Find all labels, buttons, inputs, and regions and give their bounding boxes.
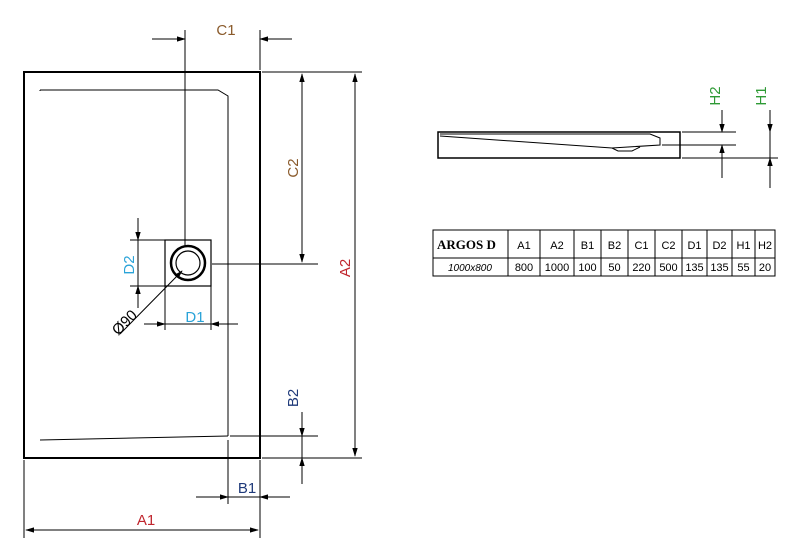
dim-b2: B2 <box>230 389 318 484</box>
tray-top-view <box>23 71 261 459</box>
table-header-h2: H2 <box>758 240 772 252</box>
drain <box>164 239 212 287</box>
label-a1: A1 <box>137 512 155 529</box>
side-slope <box>439 133 661 149</box>
spec-table: ARGOS D 1000x800 A1 800 A2 1000 B1 100 B2 50 C1 2… <box>432 229 776 277</box>
table-header-a1: A1 <box>517 240 530 252</box>
label-h1: H1 <box>753 86 770 105</box>
drain-square <box>164 239 212 287</box>
label-b1: B1 <box>238 480 256 497</box>
tray-outline <box>23 71 261 459</box>
table-value-d1: 135 <box>685 262 703 274</box>
dim-b1: B1 <box>196 440 290 504</box>
label-a2: A2 <box>337 259 354 277</box>
drain-inner-ring <box>175 250 201 276</box>
table-header-a2: A2 <box>550 240 563 252</box>
table-model: ARGOS D <box>437 237 496 252</box>
table-header-d2: D2 <box>712 240 726 252</box>
dim-d1: D1 <box>144 286 238 330</box>
table-header-b2: B2 <box>608 240 621 252</box>
table-header-c2: C2 <box>661 240 675 252</box>
label-d2: D2 <box>121 255 138 274</box>
table-value-a1: 800 <box>515 262 533 274</box>
table-border <box>432 229 776 277</box>
dim-a2: A2 <box>262 71 362 459</box>
dim-a1: A1 <box>23 460 261 538</box>
table-columns: A1 800 A2 1000 B1 100 B2 50 C1 220 C2 500 D1 135 D2 135… <box>507 230 772 276</box>
label-d1: D1 <box>185 309 204 326</box>
table-header-d1: D1 <box>687 240 701 252</box>
label-c2: C2 <box>285 158 302 177</box>
table-value-h1: 55 <box>737 262 749 274</box>
table-value-b1: 100 <box>578 262 596 274</box>
tray-side-view <box>437 131 681 159</box>
dim-h1: H1 <box>682 86 778 188</box>
label-drain-diameter: Ø90 <box>109 307 141 339</box>
dim-d2: D2 <box>121 218 165 308</box>
table-value-d2: 135 <box>710 262 728 274</box>
table-size: 1000x800 <box>448 263 492 274</box>
tray-inner-slope-top <box>40 89 229 436</box>
drain-outer-ring <box>169 244 207 282</box>
side-drain-recess <box>611 146 641 152</box>
table-value-c2: 500 <box>659 262 677 274</box>
table-header-h1: H1 <box>736 240 750 252</box>
side-outline <box>437 131 681 159</box>
table-value-a2: 1000 <box>545 262 569 274</box>
dim-h2: H2 <box>662 86 736 178</box>
label-c1: C1 <box>216 22 235 39</box>
table-value-c1: 220 <box>632 262 650 274</box>
label-b2: B2 <box>285 389 302 407</box>
table-value-h2: 20 <box>759 262 771 274</box>
tray-inner-slope-bottom <box>39 435 229 441</box>
dim-c1: C1 <box>152 22 292 245</box>
table-value-b2: 50 <box>608 262 620 274</box>
label-h2: H2 <box>707 86 724 105</box>
table-header-b1: B1 <box>581 240 594 252</box>
table-header-c1: C1 <box>634 240 648 252</box>
